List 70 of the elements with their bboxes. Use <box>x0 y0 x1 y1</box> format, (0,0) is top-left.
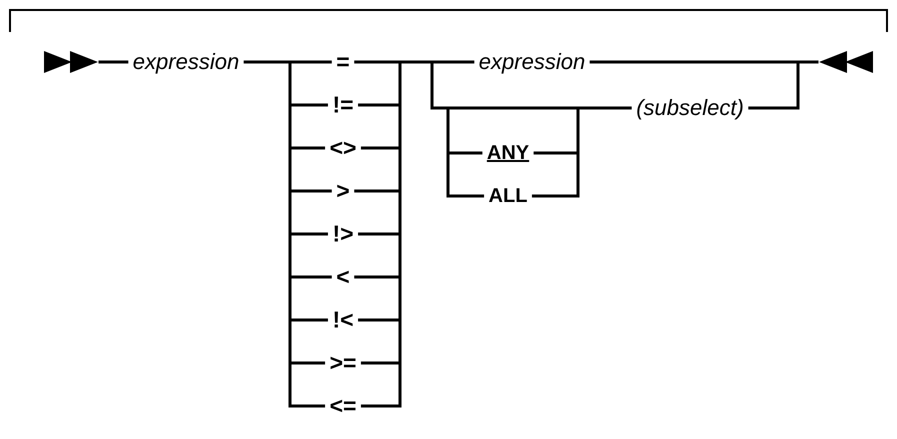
railroad-line <box>244 60 292 64</box>
railroad-line <box>446 152 450 198</box>
operator-keyword: != <box>332 94 354 116</box>
railroad-line <box>576 106 632 110</box>
railroad-line <box>360 404 402 408</box>
railroad-line <box>532 194 580 198</box>
railroad-line <box>446 194 484 198</box>
railroad-line <box>398 318 402 364</box>
railroad-line <box>288 404 326 408</box>
railroad-line <box>748 106 800 110</box>
railroad-line <box>288 362 326 364</box>
railroad-line <box>288 276 292 322</box>
railroad-line <box>430 60 434 110</box>
keyword: ALL <box>488 186 528 206</box>
railroad-line <box>446 152 482 154</box>
operator-keyword: >= <box>330 352 356 374</box>
railroad-line <box>576 152 580 198</box>
railroad-line <box>288 362 292 408</box>
railroad-line <box>398 60 434 64</box>
railroad-line <box>398 190 402 236</box>
railroad-line <box>288 60 292 106</box>
railroad-line <box>288 104 328 106</box>
syntax-term: expression <box>132 51 240 73</box>
railroad-line <box>398 146 402 192</box>
syntax-term: expression <box>478 51 586 73</box>
railroad-line <box>398 362 402 408</box>
railroad-line <box>288 318 292 364</box>
railroad-line <box>354 276 402 278</box>
operator-keyword: = <box>336 50 350 74</box>
railroad-line <box>430 60 474 64</box>
end-marker <box>817 51 873 73</box>
railroad-line <box>796 60 818 64</box>
railroad-line <box>288 232 292 278</box>
railroad-line <box>446 106 450 154</box>
railroad-line <box>398 60 402 106</box>
railroad-line <box>288 104 292 150</box>
railroad-line <box>398 104 402 150</box>
railroad-line <box>354 60 402 64</box>
operator-keyword: > <box>336 180 350 202</box>
operator-keyword: !< <box>332 308 354 332</box>
railroad-line <box>288 190 292 236</box>
railroad-line <box>398 276 402 322</box>
railroad-line <box>288 146 292 192</box>
railroad-line <box>288 276 332 278</box>
syntax-term: (subselect) <box>636 97 744 119</box>
railroad-line <box>288 146 326 150</box>
railroad-line <box>360 146 402 150</box>
railroad-line <box>796 60 800 110</box>
operator-keyword: <> <box>330 136 356 160</box>
operator-keyword: <= <box>330 394 356 418</box>
railroad-line <box>398 232 402 278</box>
railroad-line <box>288 190 332 192</box>
railroad-line <box>446 106 580 110</box>
railroad-line <box>358 318 402 322</box>
operator-keyword: < <box>336 266 350 288</box>
railroad-line <box>360 362 402 364</box>
railroad-line <box>288 60 332 64</box>
keyword: ANY <box>486 143 530 163</box>
railroad-line <box>288 232 328 236</box>
railroad-line <box>288 318 328 322</box>
railroad-line <box>430 106 450 110</box>
railroad-line <box>98 60 128 64</box>
railroad-line <box>354 190 402 192</box>
railroad-line <box>590 60 800 64</box>
railroad-line <box>358 232 402 236</box>
railroad-line <box>534 152 580 154</box>
operator-keyword: !> <box>332 222 354 246</box>
railroad-line <box>358 104 402 106</box>
start-marker <box>44 51 100 73</box>
railroad-line <box>576 106 580 154</box>
